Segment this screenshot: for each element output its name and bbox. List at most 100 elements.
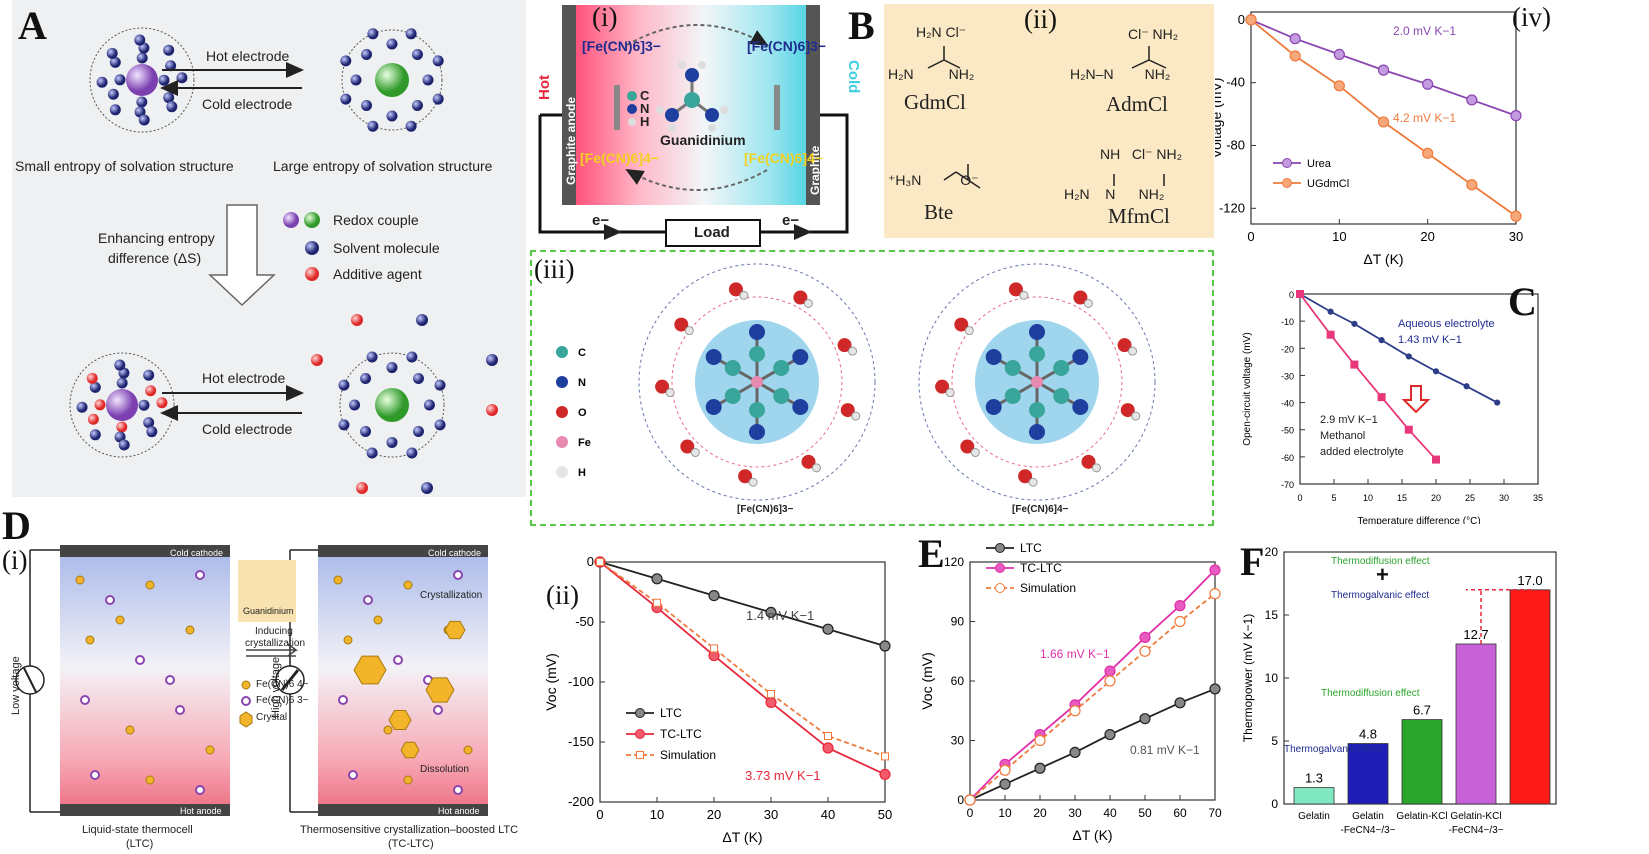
label-iii: (iii) — [534, 254, 575, 284]
fe4-left: [Fe(CN)6]4− — [580, 150, 659, 166]
solvent-molecule — [158, 74, 170, 86]
y-axis-label: Open-circuit voltage (mV) — [1242, 332, 1253, 445]
fe3-ion — [195, 785, 205, 795]
data-point — [708, 589, 720, 602]
label-e: E — [918, 531, 945, 576]
x-tick-label: 10 — [650, 807, 664, 822]
oxygen-atom — [655, 379, 670, 394]
additive-molecule — [116, 421, 128, 433]
oxygen-atom — [728, 282, 743, 297]
solvent-molecule — [350, 74, 362, 86]
gdm-label: GdmCl — [904, 90, 966, 114]
nitrogen-atom — [1072, 399, 1089, 415]
hydrogen-atom — [1019, 290, 1029, 300]
data-point — [1494, 399, 1501, 406]
fe3-ion — [135, 655, 145, 665]
solvent-molecule — [114, 359, 126, 371]
outer-shell — [638, 263, 876, 501]
y-tick-label: -50 — [1281, 426, 1294, 436]
hot-anode-right: Hot anode — [438, 806, 480, 816]
data-point — [822, 742, 834, 754]
legend-label: TC-LTC — [660, 727, 702, 741]
fe3-ion — [433, 705, 443, 715]
y-tick-label: 90 — [951, 615, 965, 629]
y-tick-label: 0 — [957, 793, 964, 807]
label-iv: (iv) — [1512, 2, 1551, 32]
legend-atom-fe — [556, 436, 568, 448]
legend-marker — [995, 543, 1005, 553]
hydrogen-atom — [803, 298, 813, 308]
nitrogen-atom — [705, 399, 722, 415]
redox-ion — [375, 63, 409, 97]
category-label: Gelatin — [1298, 811, 1330, 822]
data-point — [824, 732, 832, 740]
legend-marker — [1282, 158, 1292, 168]
bar — [1347, 743, 1389, 805]
data-point — [1289, 50, 1301, 62]
legend-atom-label: H — [578, 467, 586, 479]
legend-label: Simulation — [1020, 581, 1076, 595]
inducing-2: crystallization — [245, 638, 306, 649]
solvent-molecule — [366, 351, 378, 363]
data-point — [879, 768, 891, 780]
data-point — [651, 573, 663, 585]
slope-annotation: 1.66 mV K−1 — [1040, 647, 1110, 661]
x-tick-label: 70 — [1208, 806, 1222, 820]
solvent-molecule — [360, 425, 372, 437]
y-axis-label: Thermopower (mV K−1) — [1241, 614, 1255, 742]
hydrogen-atom — [851, 411, 861, 421]
fe3-ion — [90, 770, 100, 780]
solvent-molecule — [136, 52, 148, 64]
hydrogen-atom — [665, 388, 675, 398]
x-tick-label: 0 — [1247, 229, 1254, 244]
cold-electrode-label-2: Cold electrode — [202, 421, 293, 437]
x-tick-label: 20 — [1033, 806, 1047, 820]
small-entropy-label: Small entropy of solvation structure — [15, 158, 234, 174]
x-tick-label: 0 — [1297, 493, 1302, 503]
data-point — [710, 644, 718, 653]
iron-atom — [1031, 376, 1043, 388]
low-voltage: Low voltage — [10, 656, 22, 715]
crystal — [353, 655, 387, 685]
atom-n: N — [640, 101, 650, 116]
data-point — [1289, 33, 1301, 45]
solvent-molecule — [361, 49, 373, 61]
x-tick-label: 20 — [1420, 229, 1434, 244]
slope-annotation: 4.2 mV K−1 — [1393, 111, 1456, 125]
solvation-shell — [341, 29, 443, 131]
y-tick-label: -120 — [1219, 200, 1245, 215]
data-point — [1139, 713, 1151, 725]
caption-ltc-1: Liquid-state thermocell — [82, 824, 193, 836]
c-methanol-3: added electrolyte — [1320, 446, 1404, 458]
y-axis-label: Voc (mV) — [543, 653, 559, 711]
data-point — [767, 690, 775, 698]
legend-redox: Redox couple — [333, 212, 419, 228]
annotation-text: Thermogalvanic effect — [1284, 744, 1382, 755]
solvent-molecule — [106, 47, 118, 59]
x-tick-label: 30 — [1068, 806, 1082, 820]
solvent-molecule — [432, 93, 444, 105]
oxygen-atom — [1117, 338, 1132, 353]
solvent-molecule — [109, 56, 121, 68]
data-point — [653, 598, 661, 607]
hydrogen-atom — [684, 326, 694, 336]
carbon-atom — [1053, 360, 1070, 376]
x-axis-label: ΔT (K) — [1072, 827, 1112, 843]
fe3-ion — [363, 595, 373, 605]
iron-atom — [751, 376, 763, 388]
oxygen-atom — [1120, 403, 1135, 418]
cold-cathode-right: Cold cathode — [428, 548, 482, 558]
data-point — [999, 764, 1011, 776]
solvent-molecule — [163, 44, 175, 56]
solvent-molecule — [405, 120, 417, 132]
y-tick-label: 60 — [951, 674, 965, 688]
solvent-molecule — [411, 99, 423, 111]
panel-b-ii-graphic — [927, 46, 1167, 189]
electron-left: e− — [592, 212, 610, 229]
hydrogen-atom — [945, 388, 955, 398]
solvent-molecule — [118, 439, 130, 451]
carbon-atom — [773, 388, 790, 404]
